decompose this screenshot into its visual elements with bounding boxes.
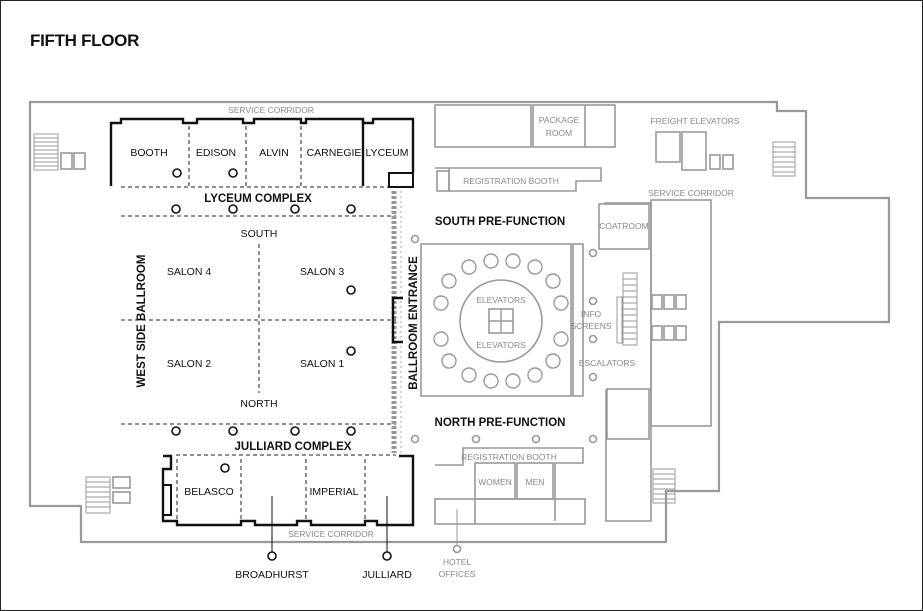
block-top-left <box>434 104 532 148</box>
room-belasco[interactable]: BELASCO <box>184 486 234 498</box>
elevator-cabs <box>433 253 569 389</box>
divider <box>675 294 687 310</box>
ballroom-entrance-label[interactable]: BALLROOM ENTRANCE <box>408 256 420 390</box>
column-marker <box>228 426 238 436</box>
salon-4[interactable]: SALON 4 <box>167 266 212 278</box>
column-marker <box>228 168 238 178</box>
divider <box>722 154 734 170</box>
coatroom-label: COATROOM <box>599 221 648 231</box>
divider <box>651 325 663 341</box>
column-marker <box>290 426 300 436</box>
column-marker <box>220 463 230 473</box>
info-label-2: SCREENS <box>570 321 611 331</box>
room-imperial[interactable]: IMPERIAL <box>309 486 358 498</box>
marker <box>588 434 598 444</box>
divider <box>572 243 584 397</box>
divider <box>681 131 707 171</box>
service-corridor-right <box>650 199 712 427</box>
info-label-1: INFO <box>581 309 602 319</box>
column-marker <box>346 285 356 295</box>
column-marker <box>228 204 238 214</box>
column-marker <box>172 168 182 178</box>
ballroom-south: SOUTH <box>241 228 278 240</box>
stairs-top-left <box>33 133 86 171</box>
salon-3[interactable]: SALON 3 <box>300 266 345 278</box>
escalators-label: ESCALATORS <box>579 358 636 368</box>
package-room <box>532 104 616 148</box>
west-side-ballroom-label[interactable]: WEST SIDE BALLROOM <box>136 255 148 388</box>
ballroom-north: NORTH <box>240 398 277 410</box>
divider <box>655 131 681 163</box>
julliard-marker <box>382 551 392 561</box>
marker <box>588 372 598 382</box>
divider <box>663 294 675 310</box>
column-marker <box>171 426 181 436</box>
divider <box>651 294 663 310</box>
service-corridor-right-label: SERVICE CORRIDOR <box>648 188 734 198</box>
package-label-2: ROOM <box>546 128 572 138</box>
stairs-bottom-left <box>85 476 131 514</box>
hotel-offices-marker <box>452 544 462 554</box>
marker <box>531 434 541 444</box>
service-corridor-bottom: SERVICE CORRIDOR <box>288 529 374 539</box>
room-booth[interactable]: BOOTH <box>130 147 167 159</box>
floor-title: FIFTH FLOOR <box>30 31 140 50</box>
column-marker <box>346 346 356 356</box>
south-prefunction-label[interactable]: SOUTH PRE-FUNCTION <box>435 216 565 228</box>
room-alvin[interactable]: ALVIN <box>259 147 289 159</box>
marker <box>588 296 598 306</box>
divider <box>436 170 450 192</box>
callout-broadhurst[interactable]: BROADHURST <box>235 569 309 581</box>
escalators <box>616 272 638 346</box>
julliard-complex-label[interactable]: JULLIARD COMPLEX <box>235 441 352 453</box>
elevators-bottom-label: ELEVATORS <box>476 340 526 350</box>
women-label[interactable]: WOMEN <box>478 477 512 487</box>
stairs-top-right <box>772 141 796 177</box>
stairs-bottom-right <box>652 468 676 504</box>
salon-2[interactable]: SALON 2 <box>167 358 212 370</box>
column-marker <box>346 426 356 436</box>
lyceum-door-box <box>388 172 414 188</box>
room-edison[interactable]: EDISON <box>196 147 236 159</box>
column-marker <box>346 204 356 214</box>
broadhurst-marker <box>267 551 277 561</box>
callout-julliard[interactable]: JULLIARD <box>362 569 412 581</box>
north-prefunction-label[interactable]: NORTH PRE-FUNCTION <box>435 417 566 429</box>
building-outline <box>28 100 891 544</box>
divider <box>606 388 650 440</box>
marker <box>588 248 598 258</box>
elevator-core <box>420 243 572 397</box>
package-label-1: PACKAGE <box>539 115 580 125</box>
ballroom-entrance-door <box>391 296 403 344</box>
marker <box>588 334 598 344</box>
service-corridor-top: SERVICE CORRIDOR <box>228 105 314 115</box>
men-label[interactable]: MEN <box>526 477 545 487</box>
elevator-rotunda <box>459 279 543 363</box>
column-marker <box>290 204 300 214</box>
lyceum-walls <box>109 117 415 186</box>
room-carnegie[interactable]: CARNEGIE <box>307 147 362 159</box>
coatroom <box>598 203 650 250</box>
column-marker <box>171 204 181 214</box>
divider <box>162 484 172 516</box>
marker <box>471 434 481 444</box>
lyceum-complex-label[interactable]: LYCEUM COMPLEX <box>204 193 312 205</box>
divider <box>675 325 687 341</box>
hotel-offices-label-2: OFFICES <box>439 569 476 579</box>
elevators-top-label: ELEVATORS <box>476 295 526 305</box>
hotel-offices-label-1: HOTEL <box>443 557 472 567</box>
room-lyceum[interactable]: LYCEUM <box>366 147 409 159</box>
marker <box>410 434 420 444</box>
registration-booth-bottom-label: REGISTRATION BOOTH <box>461 452 557 462</box>
registration-booth-top-label: REGISTRATION BOOTH <box>463 176 559 186</box>
salon-1[interactable]: SALON 1 <box>300 358 345 370</box>
marker <box>410 234 420 244</box>
divider <box>663 325 675 341</box>
hotel-offices <box>434 498 586 525</box>
divider <box>709 154 721 170</box>
freight-elevators-label: FREIGHT ELEVATORS <box>650 116 739 126</box>
registration-booth-bottom <box>435 447 584 521</box>
